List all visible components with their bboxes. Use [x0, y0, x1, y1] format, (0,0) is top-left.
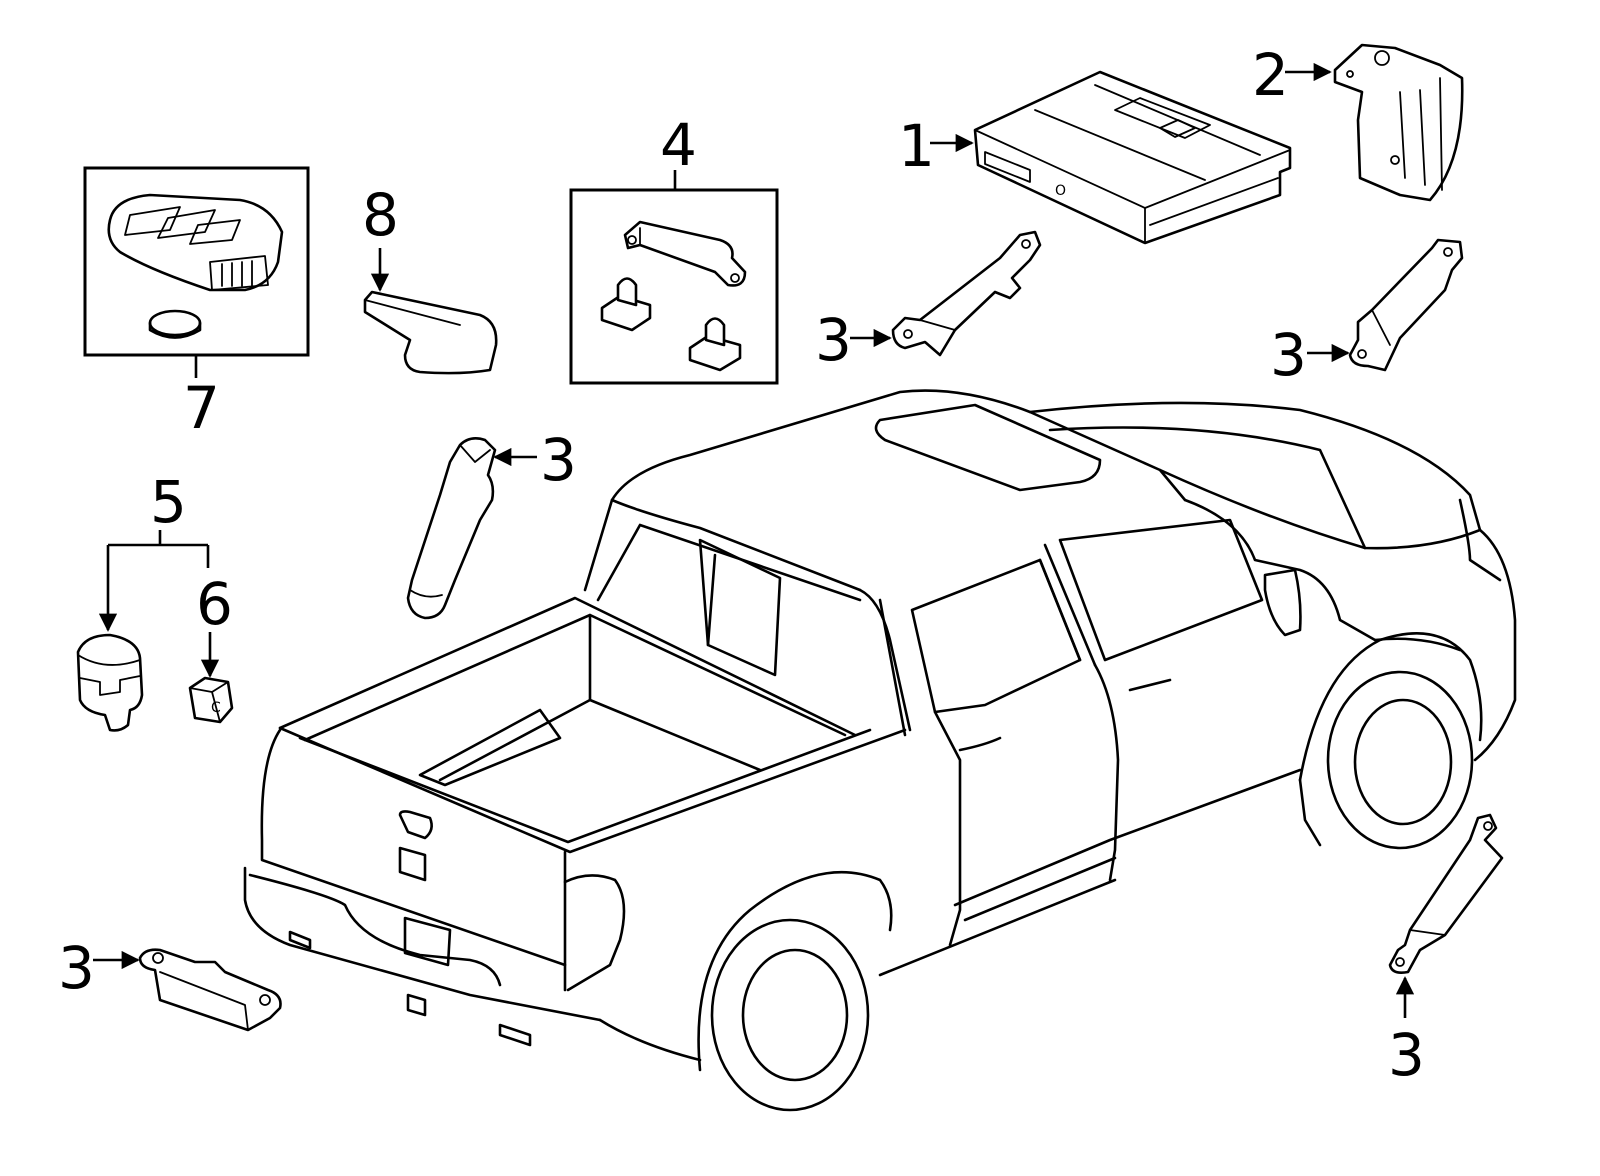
part-8-group: 8: [362, 181, 498, 375]
part-4-clip-left: [600, 277, 652, 332]
callout-3a: 3: [815, 306, 852, 374]
callout-3e: 3: [1388, 1021, 1425, 1089]
part-3-antenna-d: 3: [58, 934, 282, 1032]
module-mark: O: [1055, 183, 1066, 199]
callout-7: 7: [183, 374, 220, 442]
part-1-group: 1 O: [898, 70, 1292, 245]
part-5-sensor: [76, 633, 144, 732]
part-4-clip-right: [688, 317, 742, 372]
part-3-antenna-e: 3: [1388, 813, 1504, 1089]
callout-3d: 3: [58, 934, 95, 1002]
module-bracket: [1333, 43, 1464, 202]
key-fob-group: 7: [83, 166, 310, 442]
part-8-antenna: [363, 290, 498, 375]
part-4-group: 4: [569, 111, 779, 385]
callout-6: 6: [196, 570, 233, 638]
callout-2: 2: [1252, 41, 1289, 109]
part-4-bracket: [623, 220, 747, 287]
part-2-group: 2: [1252, 41, 1464, 202]
pickup-truck-illustration: [243, 389, 1517, 1112]
part-3-antenna-a: 3: [815, 230, 1042, 374]
callout-5: 5: [150, 468, 187, 536]
control-module: [973, 70, 1292, 245]
sensor-mark: C: [211, 700, 221, 716]
coin-battery: [148, 309, 202, 337]
part-3-antenna-b: 3: [1270, 238, 1464, 389]
callout-3c: 3: [540, 426, 577, 494]
callout-8: 8: [362, 181, 399, 249]
part-3-antenna-c: 3: [406, 426, 577, 620]
part-5-6-group: 5 6 C: [76, 468, 234, 732]
part-4-box: [569, 188, 779, 385]
callout-4: 4: [660, 111, 697, 179]
callout-3b: 3: [1270, 321, 1307, 389]
callout-1: 1: [898, 112, 935, 180]
key-fob: [107, 193, 284, 292]
